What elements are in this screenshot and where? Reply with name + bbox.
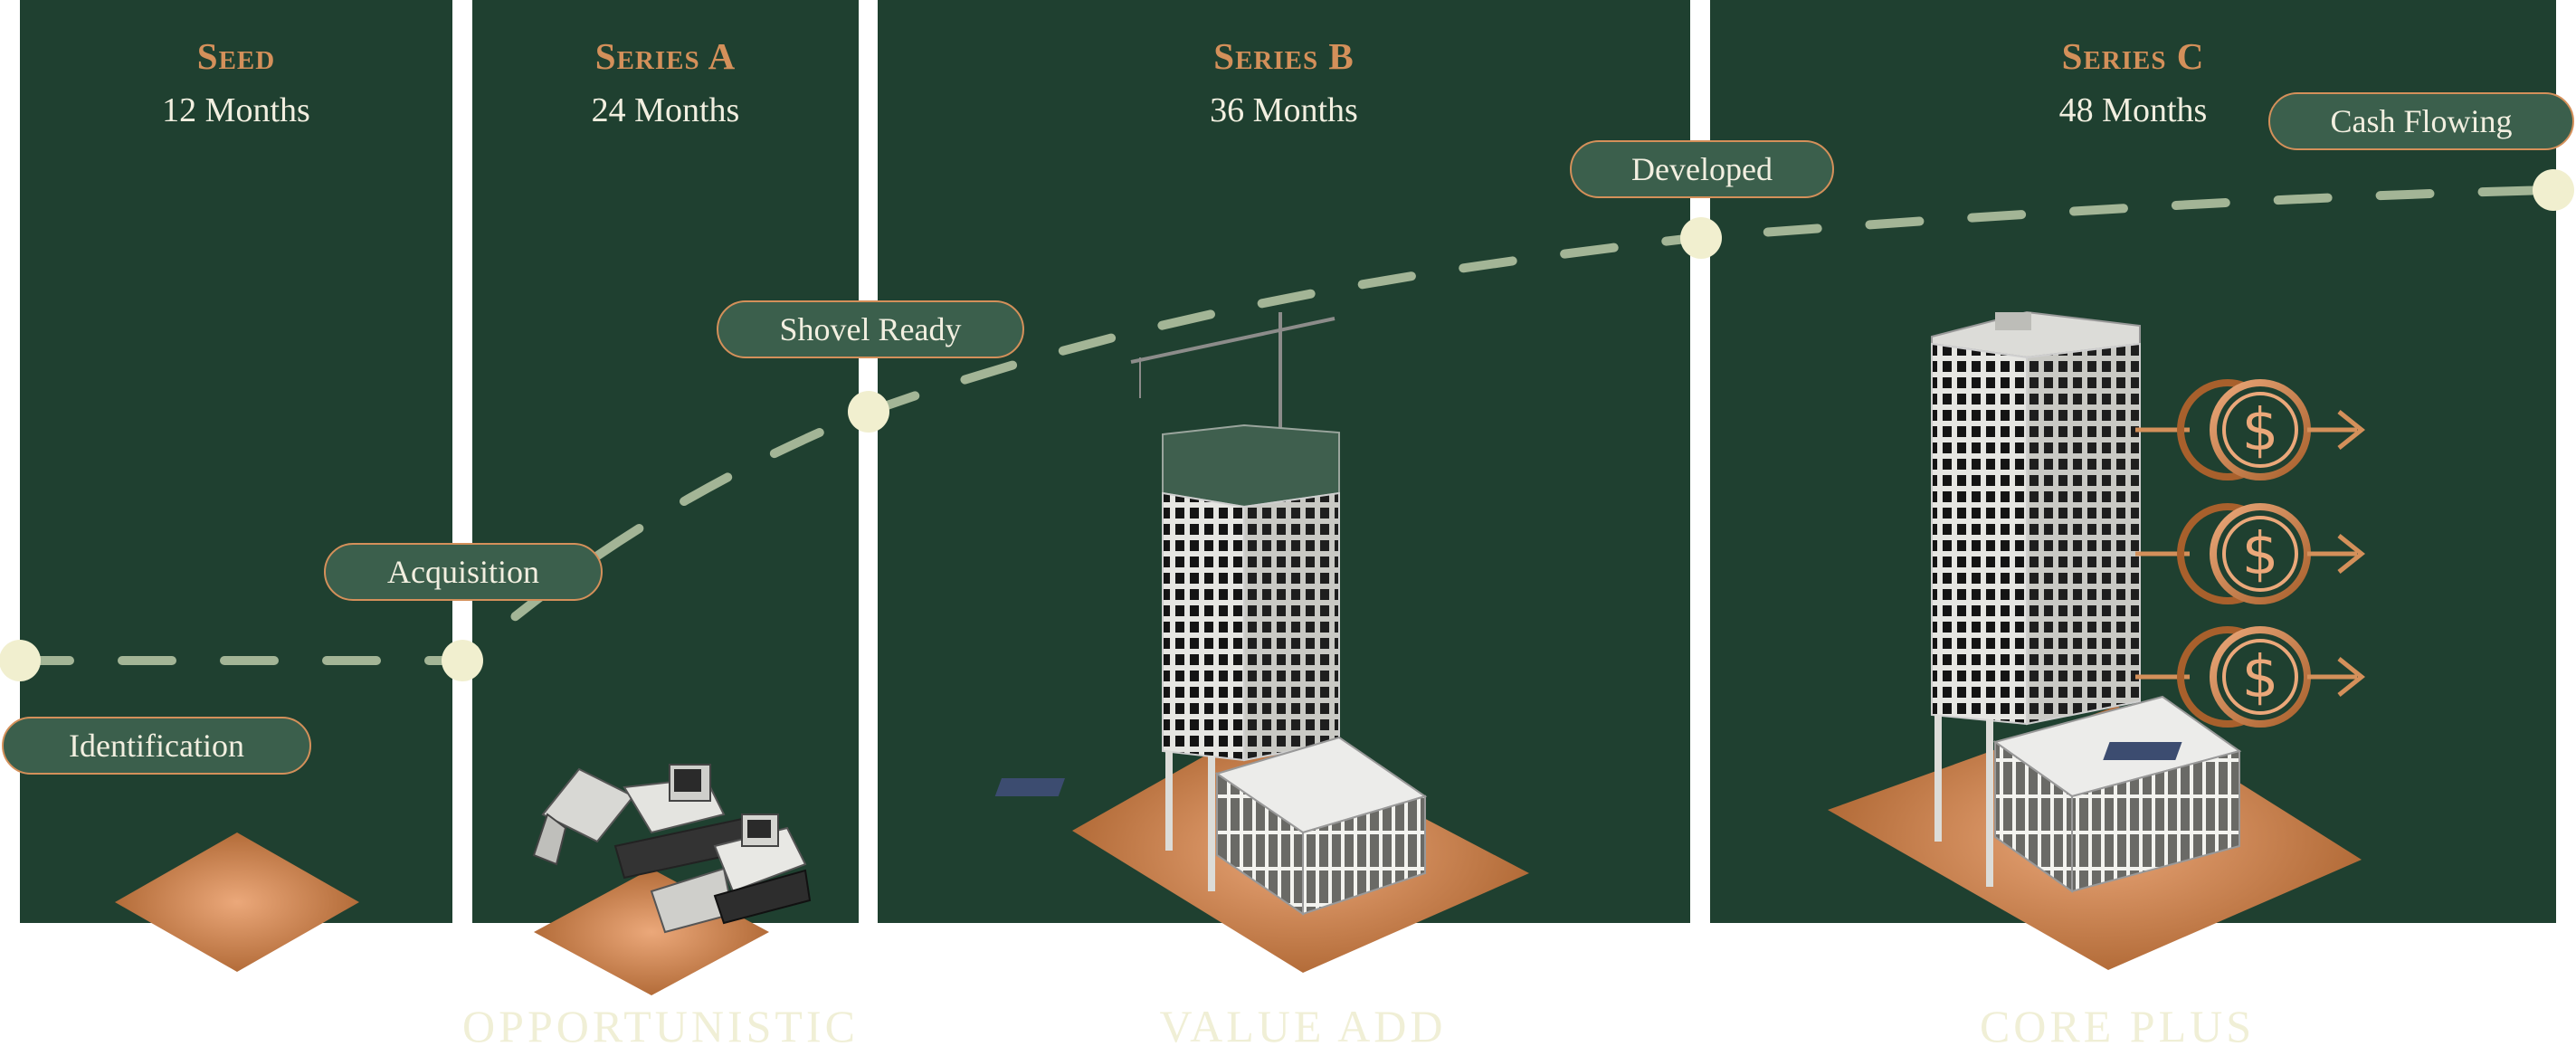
progress-path	[15, 186, 2558, 665]
stage-duration: 12 Months	[162, 91, 310, 129]
milestone-acquisition: Acquisition	[324, 543, 603, 601]
stage-title: Series A	[594, 35, 737, 77]
milestone-dot-developed	[1680, 217, 1722, 259]
svg-text:$: $	[2242, 397, 2279, 464]
milestone-dot-acquisition	[442, 640, 483, 681]
svg-text:$: $	[2242, 644, 2279, 711]
svg-text:$: $	[2242, 521, 2279, 588]
dollar-coin-icon: $ $ $	[2135, 379, 2366, 728]
strategy-label-opportunistic: OPPORTUNISTIC	[462, 1001, 859, 1051]
stage-duration: 24 Months	[591, 91, 740, 129]
stage-panel-series-a: Series A 24 Months	[472, 0, 859, 923]
milestone-dot-shovel-ready	[848, 391, 889, 433]
excavator-bulldozer-icon	[532, 764, 812, 934]
milestone-dot-cash-flowing	[2533, 169, 2574, 211]
strategy-label-core-plus: CORE PLUS	[1979, 1001, 2256, 1051]
strategy-label-value-add: VALUE ADD	[1159, 1001, 1447, 1051]
milestone-dot-identification	[0, 640, 41, 681]
stage-title: Series B	[1213, 35, 1355, 77]
milestone-developed: Developed	[1570, 140, 1834, 198]
completed-tower-icon	[1931, 310, 2242, 893]
stage-title: Seed	[196, 35, 276, 77]
tower-under-construction-icon	[994, 312, 1428, 916]
milestone-cash-flowing: Cash Flowing	[2268, 92, 2574, 150]
milestone-identification: Identification	[2, 717, 311, 775]
stage-duration: 48 Months	[2058, 91, 2208, 129]
milestone-shovel-ready: Shovel Ready	[717, 300, 1024, 358]
stage-duration: 36 Months	[1210, 91, 1358, 129]
seed-land-plot	[115, 832, 359, 972]
stage-title: Series C	[2061, 35, 2205, 77]
